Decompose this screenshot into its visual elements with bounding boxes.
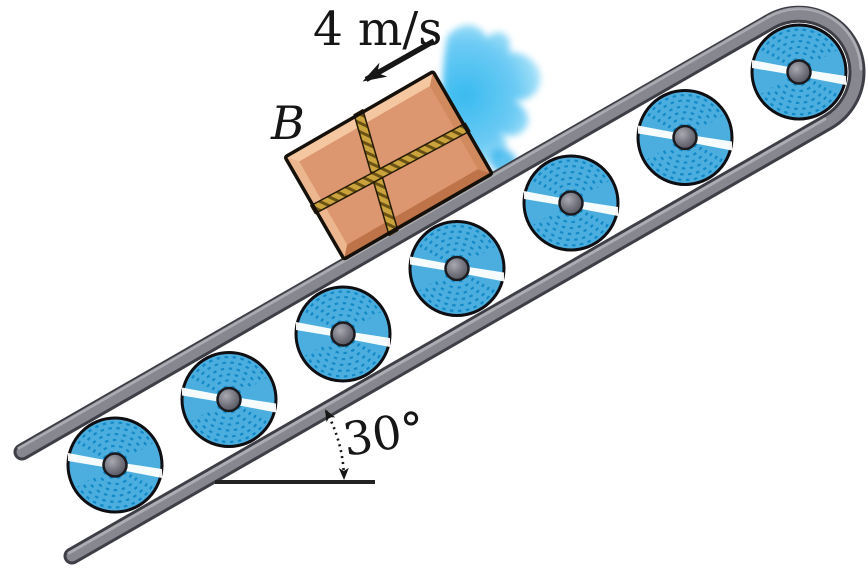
rail-highlight-cap [766,7,863,71]
roller [180,351,278,448]
roller [750,23,848,121]
roller [522,154,620,252]
roller [408,220,506,317]
roller [294,285,392,383]
package-box [283,70,494,261]
velocity-arrow [362,38,436,82]
roller [636,89,734,186]
rail-highlight-lower [67,117,827,555]
angle-label: 30° [339,401,428,467]
annotations: 30° 4 m/s B [215,2,442,484]
roller [66,416,164,514]
velocity-label: 4 m/s [313,2,442,57]
rope-horizontal [310,122,471,215]
body-label: B [270,96,305,150]
